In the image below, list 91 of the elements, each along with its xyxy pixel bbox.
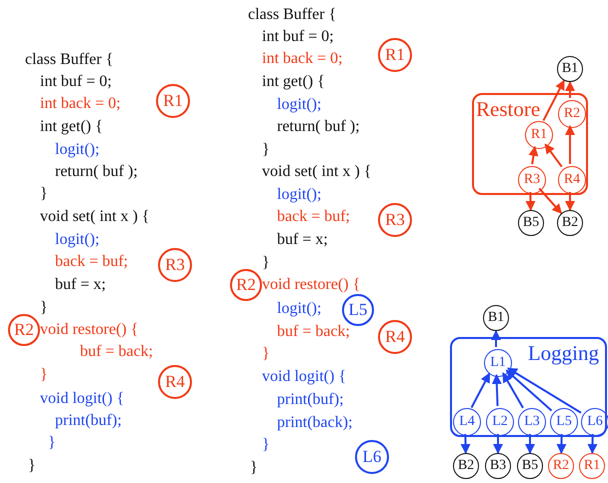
- callout-circle: L5: [342, 294, 374, 326]
- arrow: [587, 434, 598, 454]
- code-line: }: [40, 365, 48, 385]
- code-line: void set( int x ) {: [262, 162, 372, 182]
- arrow: [506, 370, 552, 412]
- code-line: }: [262, 253, 270, 273]
- code-line: }: [262, 344, 270, 364]
- arrow: [528, 146, 538, 164]
- code-line: void logit() {: [262, 367, 346, 387]
- graph-node: R2: [548, 453, 574, 479]
- code-line: int get() {: [262, 72, 325, 92]
- code-line: }: [40, 298, 48, 318]
- code-line: buf = back;: [80, 342, 153, 362]
- code-line: print(buf);: [55, 411, 122, 431]
- code-line: }: [262, 435, 270, 455]
- arrow: [565, 81, 575, 98]
- arrow: [525, 434, 535, 454]
- code-line: void restore() {: [40, 320, 138, 340]
- code-line: int buf = 0;: [262, 27, 334, 47]
- graph-node: L5: [550, 408, 578, 436]
- code-line: void set( int x ) {: [40, 207, 150, 227]
- code-line: }: [48, 433, 56, 453]
- arrow: [544, 143, 563, 168]
- graph-node: L4: [453, 408, 481, 436]
- graph-node: B1: [483, 305, 509, 331]
- arrow: [565, 125, 575, 164]
- code-line: void logit() {: [40, 389, 124, 409]
- graph-node: B1: [557, 56, 583, 82]
- graph-node: L6: [581, 408, 608, 436]
- callout-circle: R4: [378, 320, 412, 354]
- callout-circle: R4: [158, 365, 192, 399]
- graph-node: B2: [453, 453, 479, 479]
- arrow: [460, 434, 471, 454]
- code-line: logit();: [277, 185, 322, 205]
- callout-circle: R1: [156, 84, 190, 118]
- code-line: }: [262, 140, 270, 160]
- arrow: [493, 434, 503, 454]
- graph-node: R3: [518, 166, 546, 194]
- graph-node: R1: [579, 453, 605, 479]
- code-line: buf = x;: [277, 230, 328, 250]
- code-line: int back = 0;: [262, 49, 343, 69]
- arrow: [470, 372, 490, 408]
- arrow: [507, 367, 582, 414]
- arrow: [565, 192, 575, 211]
- graph-node: B3: [485, 453, 511, 479]
- code-line: back = buf;: [277, 207, 350, 227]
- code-line: int back = 0;: [40, 94, 121, 114]
- code-line: return( buf );: [277, 117, 360, 137]
- arrow: [538, 188, 562, 214]
- callout-circle: R3: [378, 203, 412, 237]
- graph-node: R4: [558, 166, 586, 194]
- code-line: }: [250, 458, 258, 478]
- callout-circle: R2: [8, 314, 40, 346]
- graph-node: L1: [484, 349, 512, 377]
- group-box: [450, 337, 607, 437]
- callout-circle: R2: [230, 269, 262, 301]
- arrow: [502, 372, 524, 408]
- code-line: class Buffer {: [248, 5, 336, 25]
- arrow: [526, 192, 536, 211]
- code-line: }: [28, 456, 36, 476]
- graph-node: L3: [518, 408, 546, 436]
- code-line: return( buf );: [55, 162, 138, 182]
- code-line: print(back);: [277, 413, 353, 433]
- callout-circle: R1: [378, 38, 412, 72]
- group-box: [472, 93, 588, 195]
- code-line: class Buffer {: [25, 50, 114, 70]
- code-line: print(buf);: [277, 390, 344, 410]
- graph-node: R1: [525, 121, 553, 149]
- group-heading: Restore: [476, 97, 540, 121]
- arrow: [556, 434, 566, 454]
- graph-node: B2: [557, 210, 583, 236]
- code-line: buf = x;: [55, 275, 106, 295]
- code-line: logit();: [55, 230, 100, 250]
- code-line: back = buf;: [55, 252, 128, 272]
- code-line: }: [40, 184, 48, 204]
- code-line: int buf = 0;: [40, 72, 112, 92]
- code-line: logit();: [55, 140, 100, 160]
- arrow: [492, 374, 502, 406]
- code-line: int get() {: [40, 117, 103, 137]
- arrow: [542, 80, 565, 122]
- graph-node: B5: [518, 210, 544, 236]
- callout-circle: R3: [158, 248, 192, 282]
- graph-node: L2: [486, 408, 514, 436]
- code-line: void restore() {: [262, 275, 360, 295]
- arrow: [491, 330, 501, 347]
- group-heading: Logging: [528, 341, 599, 365]
- code-line: logit();: [277, 95, 322, 115]
- graph-node: B5: [517, 453, 543, 479]
- graph-node: R2: [558, 100, 586, 128]
- code-line: logit();: [277, 299, 322, 319]
- callout-circle: L6: [355, 440, 389, 474]
